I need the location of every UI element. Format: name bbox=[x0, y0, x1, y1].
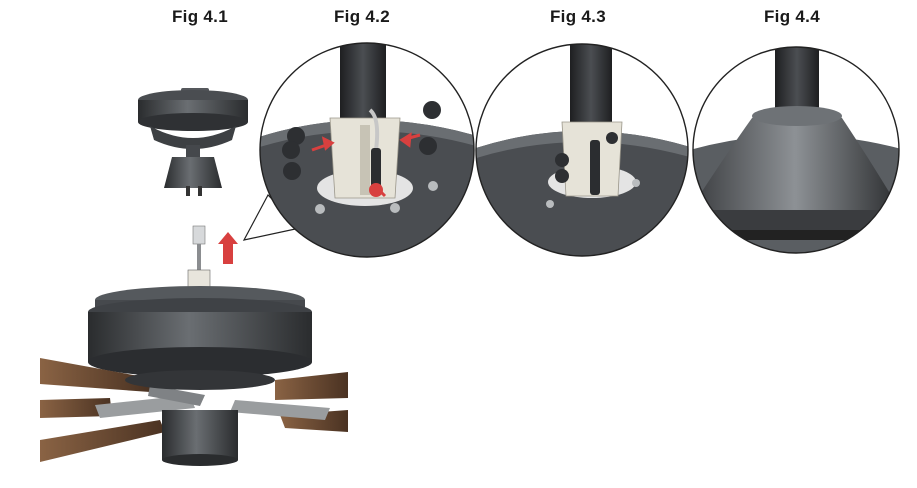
fig-4-1-motor-housing bbox=[40, 286, 348, 466]
fig-4-3-callout bbox=[475, 43, 689, 257]
fig-4-3-label: Fig 4.3 bbox=[550, 7, 606, 26]
fig-4-1-connector bbox=[187, 225, 211, 291]
fig-4-4-label: Fig 4.4 bbox=[764, 7, 820, 26]
fig-4-4-callout bbox=[692, 46, 900, 254]
fig-4-2-callout bbox=[242, 42, 475, 258]
insert-arrow-icon bbox=[311, 132, 421, 198]
fig-4-1-canopy bbox=[138, 88, 248, 196]
fig-4-2-label: Fig 4.2 bbox=[334, 7, 390, 26]
upward-arrow-icon bbox=[218, 232, 238, 264]
fig-4-1-label: Fig 4.1 bbox=[172, 7, 228, 26]
